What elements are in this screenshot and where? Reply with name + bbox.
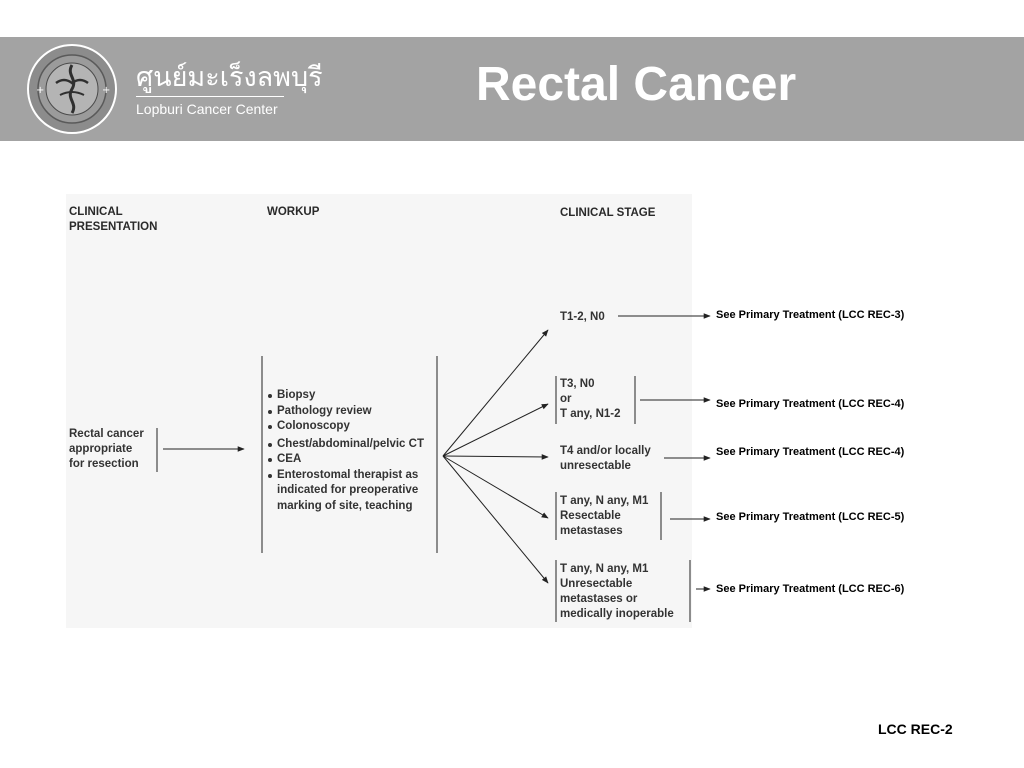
workup-item: Colonoscopy bbox=[267, 419, 424, 435]
column-header-line: CLINICAL bbox=[69, 206, 123, 218]
treatment-reference-rec-3[interactable]: See Primary Treatment (LCC REC-3) bbox=[716, 309, 905, 321]
stage-line: metastases bbox=[560, 525, 623, 537]
treatment-reference-rec-6[interactable]: See Primary Treatment (LCC REC-6) bbox=[716, 583, 905, 595]
stage-line: T any, N any, M1 bbox=[560, 563, 649, 575]
arrow-workup-to-stage-2 bbox=[442, 403, 549, 457]
org-name-english: Lopburi Cancer Center bbox=[136, 101, 278, 117]
stage-box-t1-2-n0: T1-2, N0 bbox=[560, 310, 605, 325]
workup-list: Biopsy Pathology review Colonoscopy Ches… bbox=[267, 388, 424, 514]
presentation-line: for resection bbox=[69, 458, 139, 470]
treatment-reference-rec-5[interactable]: See Primary Treatment (LCC REC-5) bbox=[716, 511, 905, 523]
stage-box-m1-resectable: T any, N any, M1 Resectable metastases bbox=[560, 494, 648, 539]
stage-line: T4 and/or locally bbox=[560, 445, 651, 457]
stage-line: or bbox=[560, 393, 572, 405]
presentation-line: appropriate bbox=[69, 443, 133, 455]
stage-line: T any, N1-2 bbox=[560, 408, 621, 420]
header-band: + + ศูนย์มะเร็งลพบุรี Lopburi Cancer Cen… bbox=[0, 37, 1024, 141]
stage-line: medically inoperable bbox=[560, 608, 674, 620]
column-header-clinical-stage: CLINICAL STAGE bbox=[560, 207, 656, 219]
stage-line: T3, N0 bbox=[560, 378, 595, 390]
workup-item: Chest/abdominal/pelvic CT bbox=[267, 437, 424, 453]
page-title: Rectal Cancer bbox=[476, 58, 797, 111]
presentation-line: Rectal cancer bbox=[69, 428, 144, 440]
stage-line: Resectable bbox=[560, 510, 621, 522]
logo-divider bbox=[136, 96, 284, 97]
svg-text:+: + bbox=[36, 85, 44, 96]
stage-line: T1-2, N0 bbox=[560, 311, 605, 323]
presentation-box: Rectal cancer appropriate for resection bbox=[69, 427, 144, 472]
svg-text:+: + bbox=[102, 85, 110, 96]
stage-box-t4: T4 and/or locally unresectable bbox=[560, 444, 651, 474]
column-header-line: PRESENTATION bbox=[69, 221, 158, 233]
arrow-workup-to-stage-5 bbox=[442, 455, 549, 584]
stage-line: unresectable bbox=[560, 460, 631, 472]
workup-item: Pathology review bbox=[267, 404, 424, 420]
stage-box-t3-n0: T3, N0 or T any, N1-2 bbox=[560, 377, 621, 422]
column-header-workup: WORKUP bbox=[267, 206, 320, 218]
org-name-thai: ศูนย์มะเร็งลพบุรี bbox=[136, 62, 323, 93]
stage-line: metastases or bbox=[560, 593, 638, 605]
workup-item: CEA bbox=[267, 452, 424, 468]
lopburi-cancer-center-logo: + + bbox=[27, 44, 117, 134]
diagram-background bbox=[66, 194, 692, 628]
stage-line: Unresectable bbox=[560, 578, 633, 590]
stage-line: T any, N any, M1 bbox=[560, 495, 649, 507]
treatment-reference-rec-4[interactable]: See Primary Treatment (LCC REC-4) bbox=[716, 398, 905, 410]
workup-item: indicated for preoperative bbox=[277, 484, 419, 496]
workup-item: Biopsy bbox=[267, 388, 424, 404]
arrow-workup-to-stage-4 bbox=[442, 455, 549, 519]
arrow-workup-to-stage-1 bbox=[442, 329, 549, 457]
arrow-workup-to-stage-3 bbox=[442, 454, 549, 460]
page-id: LCC REC-2 bbox=[878, 721, 953, 737]
treatment-reference-rec-4[interactable]: See Primary Treatment (LCC REC-4) bbox=[716, 446, 905, 458]
column-header-clinical-presentation: CLINICAL PRESENTATION bbox=[69, 205, 157, 235]
stage-box-m1-unresectable: T any, N any, M1 Unresectable metastases… bbox=[560, 562, 674, 622]
workup-item: Enterostomal therapist as bbox=[267, 468, 424, 484]
workup-item: marking of site, teaching bbox=[277, 499, 413, 512]
